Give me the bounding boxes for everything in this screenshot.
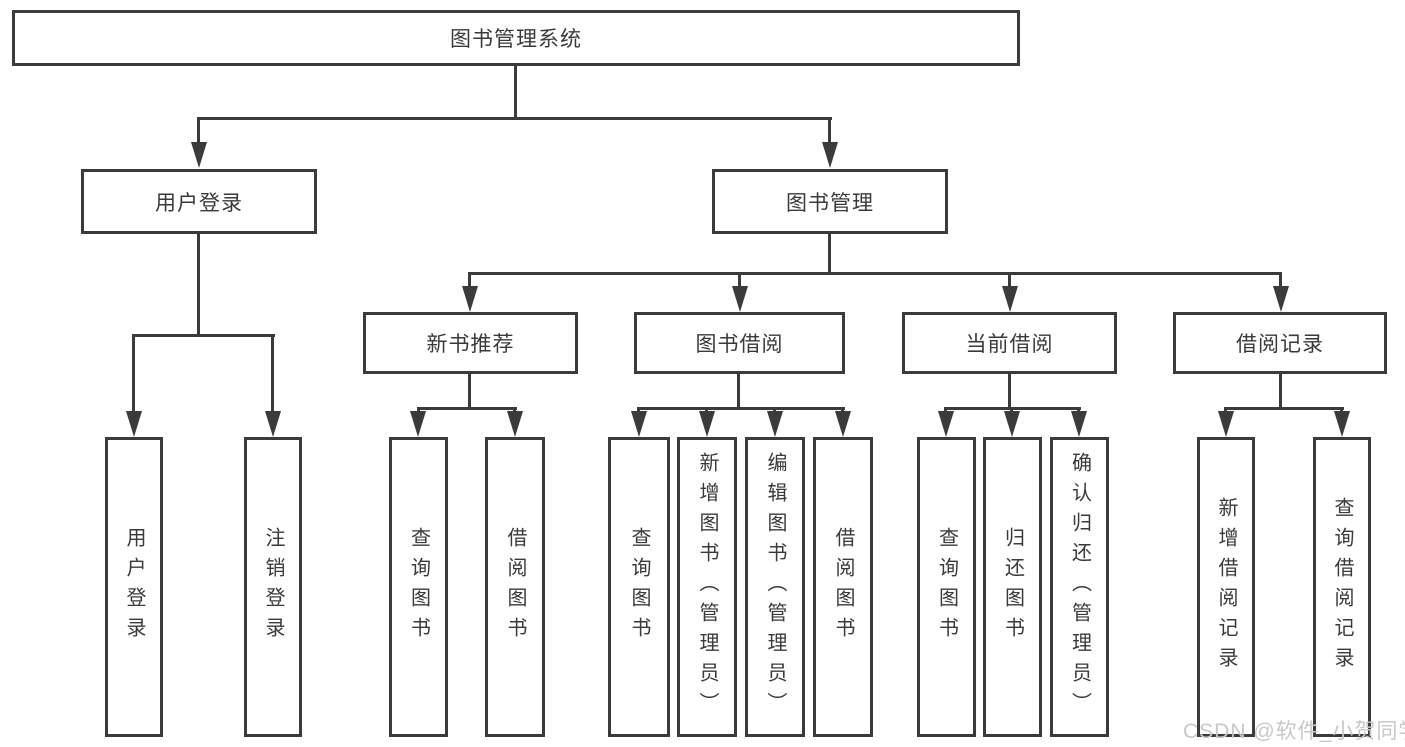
connector-line bbox=[468, 374, 471, 410]
node-label: 新增借阅记录 bbox=[1215, 497, 1237, 677]
arrow-down-icon bbox=[767, 411, 783, 437]
node-label: 归还图书 bbox=[1001, 527, 1024, 647]
arrow-down-icon bbox=[507, 411, 523, 437]
node-label: 借阅图书 bbox=[504, 527, 526, 647]
node-label: 借阅记录 bbox=[1236, 333, 1324, 356]
connector-line bbox=[198, 117, 832, 120]
leaf-query-books-borrowing: 查询图书 bbox=[608, 437, 670, 737]
connector-line bbox=[1008, 374, 1011, 410]
connector-line bbox=[738, 272, 741, 290]
arrow-down-icon bbox=[462, 286, 478, 312]
node-label: 图书管理系统 bbox=[450, 28, 582, 51]
leaf-add-book-admin: 新增图书（管理员） bbox=[677, 437, 737, 737]
connector-line bbox=[468, 272, 1282, 275]
node-label: 用户登录 bbox=[123, 527, 145, 647]
leaf-query-books-current: 查询图书 bbox=[917, 437, 976, 737]
leaf-query-books-recommend: 查询图书 bbox=[389, 437, 448, 737]
node-label: 查询图书 bbox=[407, 527, 430, 647]
connector-line bbox=[514, 66, 517, 117]
arrow-down-icon bbox=[835, 411, 851, 437]
node-user-login: 用户登录 bbox=[81, 169, 317, 234]
connector-line bbox=[1008, 272, 1011, 290]
node-label: 查询图书 bbox=[935, 527, 958, 647]
connector-line bbox=[828, 234, 831, 275]
leaf-edit-book-admin: 编辑图书（管理员） bbox=[745, 437, 805, 737]
node-label: 编辑图书（管理员） bbox=[764, 452, 786, 722]
node-label: 借阅图书 bbox=[832, 527, 854, 647]
arrow-down-icon bbox=[1334, 411, 1350, 437]
leaf-user-login: 用户登录 bbox=[105, 437, 163, 737]
arrow-down-icon bbox=[126, 411, 142, 437]
arrow-down-icon bbox=[631, 411, 647, 437]
leaf-borrow-books-recommend: 借阅图书 bbox=[485, 437, 545, 737]
watermark-text: CSDN @软件_小贺同学 bbox=[1183, 720, 1405, 743]
arrow-down-icon bbox=[699, 411, 715, 437]
node-label: 新增图书（管理员） bbox=[696, 452, 718, 722]
arrow-down-icon bbox=[410, 411, 426, 437]
node-label: 图书借阅 bbox=[695, 333, 784, 356]
node-new-book-recommendation: 新书推荐 bbox=[363, 312, 578, 374]
connector-line bbox=[132, 334, 135, 414]
connector-line bbox=[1279, 272, 1282, 290]
node-label: 注销登录 bbox=[262, 527, 284, 647]
leaf-logout: 注销登录 bbox=[244, 437, 302, 737]
arrow-down-icon bbox=[1071, 411, 1087, 437]
node-label: 当前借阅 bbox=[965, 333, 1054, 356]
connector-line bbox=[417, 407, 517, 410]
connector-line bbox=[271, 334, 274, 414]
connector-line bbox=[197, 117, 200, 147]
arrow-down-icon bbox=[1002, 286, 1018, 312]
node-library-management-system: 图书管理系统 bbox=[12, 10, 1020, 66]
leaf-confirm-return-admin: 确认归还（管理员） bbox=[1050, 437, 1109, 737]
arrow-down-icon bbox=[1004, 411, 1020, 437]
node-book-borrowing: 图书借阅 bbox=[634, 312, 845, 374]
arrow-down-icon bbox=[732, 286, 748, 312]
node-current-borrowing: 当前借阅 bbox=[902, 312, 1117, 374]
node-label: 图书管理 bbox=[786, 191, 874, 215]
leaf-query-borrow-record: 查询借阅记录 bbox=[1313, 437, 1371, 737]
arrow-down-icon bbox=[1218, 411, 1234, 437]
node-label: 新书推荐 bbox=[426, 333, 515, 356]
connector-line bbox=[737, 374, 740, 410]
leaf-return-books: 归还图书 bbox=[983, 437, 1042, 737]
arrow-down-icon bbox=[191, 142, 207, 168]
connector-line bbox=[468, 272, 471, 290]
node-label: 确认归还（管理员） bbox=[1068, 452, 1091, 722]
arrow-down-icon bbox=[822, 142, 838, 168]
node-label: 查询借阅记录 bbox=[1331, 497, 1353, 677]
connector-line bbox=[1224, 407, 1344, 410]
connector-line bbox=[197, 234, 200, 336]
node-borrowing-records: 借阅记录 bbox=[1173, 312, 1387, 374]
arrow-down-icon bbox=[938, 411, 954, 437]
leaf-borrow-books-borrowing: 借阅图书 bbox=[813, 437, 873, 737]
connector-line bbox=[132, 334, 275, 337]
connector-line bbox=[1279, 374, 1282, 410]
node-book-management: 图书管理 bbox=[712, 169, 948, 234]
node-label: 查询图书 bbox=[628, 527, 650, 647]
arrow-down-icon bbox=[1273, 286, 1289, 312]
connector-line bbox=[828, 117, 831, 147]
arrow-down-icon bbox=[265, 411, 281, 437]
connector-line bbox=[637, 407, 845, 410]
leaf-add-borrow-record: 新增借阅记录 bbox=[1197, 437, 1255, 737]
node-label: 用户登录 bbox=[155, 191, 243, 215]
